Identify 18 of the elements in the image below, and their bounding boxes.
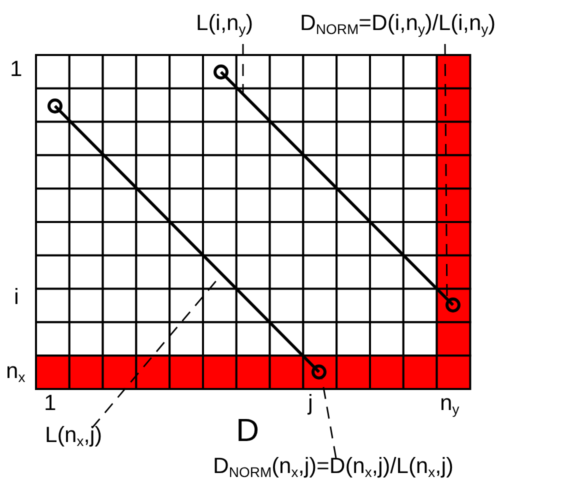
diagonal-path (48, 98, 320, 374)
formula-label: L(i,n$_{y}$) (196, 10, 254, 35)
leader-line (444, 44, 448, 298)
axis-index-label: 1 (10, 58, 22, 80)
diagonal-path (214, 64, 454, 306)
formula-label: D$_{NORM}$=D(i,n$_{y}$)/L(i,n$_{y}$) (300, 10, 496, 35)
axis-index-label: n$_{x}$ (6, 360, 26, 382)
axis-index-label: j (308, 392, 313, 414)
matrix-name: D (236, 414, 260, 446)
formula-label: L(n$_{x}$,j) (45, 422, 102, 447)
leader-line (242, 44, 244, 94)
end-circle (446, 298, 460, 312)
leader-line (321, 378, 337, 458)
leader-line (91, 274, 223, 428)
axis-index-label: i (14, 286, 19, 308)
axis-index-label: 1 (44, 392, 56, 414)
end-circle (312, 364, 326, 380)
formula-label: D$_{NORM}$(n$_{x}$,j)=D(n$_{x}$,j)/L(n$_{x}$,j) (213, 453, 454, 478)
